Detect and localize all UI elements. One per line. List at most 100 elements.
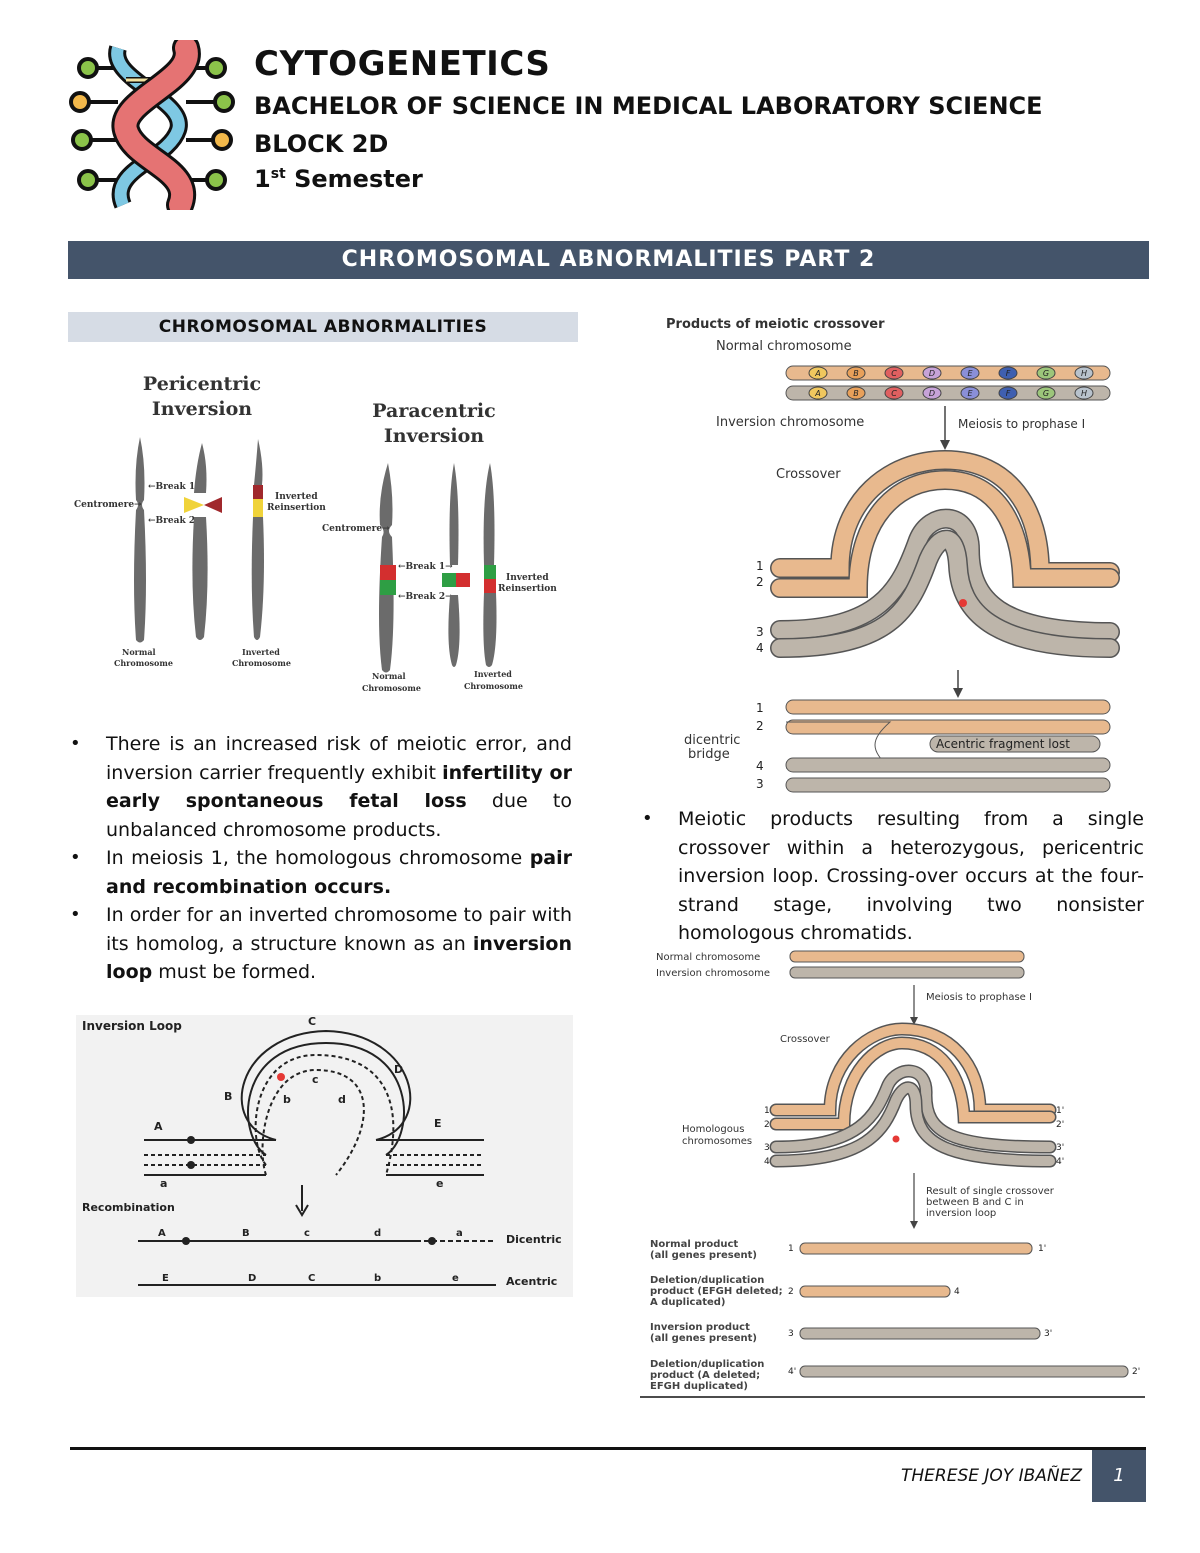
svg-text:Normal: Normal (372, 671, 406, 681)
svg-text:Homologous: Homologous (682, 1124, 744, 1135)
svg-text:EFGH duplicated): EFGH duplicated) (650, 1381, 748, 1392)
svg-text:3': 3' (1056, 1143, 1064, 1153)
semester-word: Semester (294, 165, 423, 193)
svg-text:a: a (456, 1228, 463, 1239)
svg-text:Normal chromosome: Normal chromosome (656, 952, 760, 963)
svg-text:Chromosome: Chromosome (362, 683, 421, 693)
svg-text:A duplicated): A duplicated) (650, 1297, 725, 1308)
svg-text:3: 3 (756, 777, 764, 791)
svg-text:B: B (224, 1090, 232, 1103)
svg-text:A: A (154, 1120, 163, 1133)
svg-text:Crossover: Crossover (780, 1034, 831, 1045)
gene-label: A (814, 369, 820, 378)
svg-text:2': 2' (1132, 1367, 1140, 1377)
svg-text:c: c (304, 1228, 310, 1239)
svg-text:Meiosis to prophase I: Meiosis to prophase I (958, 417, 1085, 431)
svg-text:Inverted: Inverted (275, 492, 318, 502)
svg-text:E: E (162, 1273, 169, 1284)
svg-text:Inverted: Inverted (506, 573, 549, 583)
svg-text:Inverted: Inverted (242, 647, 280, 657)
bullet-item: There is an increased risk of meiotic er… (68, 730, 572, 844)
bullet-item: Meiotic products resulting from a single… (640, 805, 1144, 948)
footer-author: THERESE JOY IBAÑEZ (860, 1466, 1082, 1486)
svg-text:1': 1' (1056, 1106, 1064, 1116)
gene-label: A (814, 389, 820, 398)
svg-text:2: 2 (756, 719, 764, 733)
svg-text:Inversion product: Inversion product (650, 1322, 750, 1333)
course-title: CYTOGENETICS (254, 44, 550, 84)
svg-text:b: b (374, 1273, 381, 1284)
svg-text:3: 3 (788, 1329, 794, 1339)
page-number: 1 (1092, 1450, 1146, 1502)
svg-text:Chromosome: Chromosome (232, 658, 291, 668)
crossover-products-figure: Normal chromosome Inversion chromosome M… (640, 945, 1150, 1400)
gene-label: C (891, 369, 897, 378)
svg-text:1: 1 (788, 1244, 794, 1254)
gene-label: H (1081, 369, 1087, 378)
svg-text:product (EFGH deleted;: product (EFGH deleted; (650, 1286, 783, 1297)
svg-text:a: a (160, 1177, 167, 1190)
bullet-item: In order for an inverted chromosome to p… (68, 901, 572, 987)
svg-text:Crossover: Crossover (776, 467, 841, 482)
svg-text:Inversion chromosome: Inversion chromosome (716, 415, 864, 430)
bullet-item: In meiosis 1, the homologous chromosome … (68, 844, 572, 901)
svg-text:(all genes present): (all genes present) (650, 1333, 757, 1344)
svg-text:4: 4 (954, 1287, 960, 1297)
svg-text:4': 4' (788, 1367, 796, 1377)
svg-text:Dicentric: Dicentric (506, 1233, 562, 1246)
semester-label: 1st Semester (254, 165, 423, 193)
svg-text:C: C (308, 1015, 316, 1028)
gene-label: D (929, 369, 935, 378)
semester-superscript: st (271, 166, 286, 182)
gene-label: C (891, 389, 897, 398)
svg-text:Centromere→: Centromere→ (74, 500, 142, 510)
page-banner: CHROMOSOMAL ABNORMALITIES PART 2 (68, 241, 1149, 279)
svg-text:inversion loop: inversion loop (926, 1208, 996, 1219)
svg-text:Inversion Loop: Inversion Loop (82, 1019, 182, 1033)
svg-text:d: d (338, 1093, 346, 1106)
paracentric-title: Paracentric (372, 400, 495, 422)
svg-text:c: c (312, 1073, 319, 1086)
svg-text:Deletion/duplication: Deletion/duplication (650, 1359, 764, 1370)
svg-text:product (A deleted;: product (A deleted; (650, 1370, 760, 1381)
section-title: CHROMOSOMAL ABNORMALITIES (68, 312, 578, 342)
svg-text:2: 2 (764, 1120, 770, 1130)
svg-text:Products of meiotic crossover: Products of meiotic crossover (666, 317, 885, 332)
paracentric-title-2: Inversion (384, 425, 484, 447)
svg-text:3: 3 (764, 1143, 770, 1153)
svg-text:Acentric: Acentric (506, 1275, 557, 1288)
svg-text:2: 2 (788, 1287, 794, 1297)
inversion-types-figure: Pericentric Inversion Paracentric Invers… (70, 365, 570, 705)
right-bullet-list: Meiotic products resulting from a single… (640, 805, 1144, 948)
svg-text:e: e (436, 1177, 443, 1190)
svg-text:(all genes present): (all genes present) (650, 1250, 757, 1261)
footer-rule (70, 1447, 1146, 1450)
gene-label: D (929, 389, 935, 398)
svg-text:Recombination: Recombination (82, 1201, 175, 1214)
svg-text:Normal chromosome: Normal chromosome (716, 339, 852, 354)
svg-text:2: 2 (756, 575, 764, 589)
svg-text:2': 2' (1056, 1120, 1064, 1130)
svg-text:4': 4' (1056, 1157, 1064, 1167)
svg-text:b: b (283, 1093, 291, 1106)
svg-text:4: 4 (764, 1157, 770, 1167)
gene-label: G (1043, 369, 1049, 378)
svg-text:Result of single crossover: Result of single crossover (926, 1186, 1055, 1197)
svg-text:e: e (452, 1273, 459, 1284)
svg-text:A: A (158, 1228, 166, 1239)
dna-chromosome-icon (68, 40, 236, 210)
svg-text:1: 1 (764, 1106, 770, 1116)
left-bullet-list: There is an increased risk of meiotic er… (68, 730, 572, 987)
gene-label: B (853, 369, 859, 378)
svg-text:bridge: bridge (688, 747, 730, 762)
gene-label: F (1006, 389, 1011, 398)
svg-text:Meiosis to prophase I: Meiosis to prophase I (926, 992, 1032, 1003)
program-name: BACHELOR OF SCIENCE IN MEDICAL LABORATOR… (254, 92, 1043, 120)
svg-text:Deletion/duplication: Deletion/duplication (650, 1275, 764, 1286)
svg-text:←Break 1→: ←Break 1→ (398, 562, 453, 572)
svg-text:3: 3 (756, 625, 764, 639)
svg-text:←Break 2→: ←Break 2→ (398, 592, 453, 602)
svg-text:D: D (394, 1063, 403, 1076)
block-label: BLOCK 2D (254, 130, 388, 158)
svg-text:1': 1' (1038, 1244, 1046, 1254)
